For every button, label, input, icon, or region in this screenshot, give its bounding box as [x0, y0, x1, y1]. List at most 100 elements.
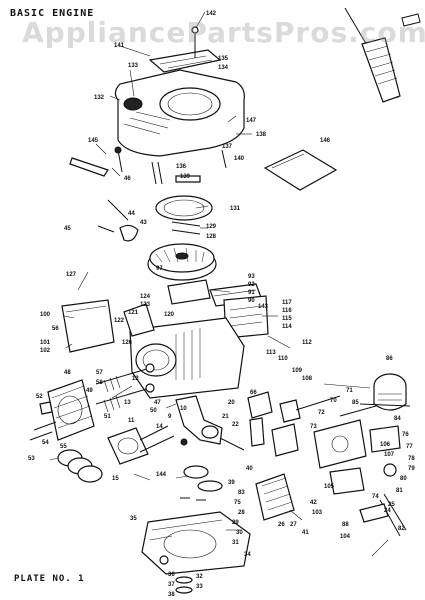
callout-label: 24: [384, 508, 391, 514]
callout-label: 133: [128, 63, 139, 69]
callout-label: 108: [302, 376, 313, 382]
callout-label: 49: [86, 388, 93, 394]
crankshaft: [165, 395, 245, 451]
callout-label: 144: [156, 472, 167, 478]
callout-label: 139: [180, 174, 191, 180]
callout-label: 70: [330, 398, 337, 404]
muffler: [255, 473, 295, 521]
callout-label: 29: [232, 520, 239, 526]
callout-label: 35: [130, 516, 137, 522]
callout-label: 79: [408, 466, 415, 472]
callout-label: 72: [318, 410, 325, 416]
callout-label: 86: [386, 356, 393, 362]
callout-label: 53: [28, 456, 35, 462]
callout-label: 97: [156, 266, 163, 272]
callout-labels: 142 141 135 134 133 132 147 138 137 140 …: [28, 11, 415, 598]
shroud-small-parts: [69, 146, 338, 242]
governor-linkage: [247, 391, 341, 457]
grass-screen: [155, 195, 213, 235]
callout-label: 93: [248, 274, 255, 280]
piston: [107, 425, 175, 465]
callout-label: 140: [234, 156, 245, 162]
callout-label: 117: [282, 300, 292, 306]
callout-label: 124: [140, 294, 151, 300]
callout-label: 66: [250, 390, 257, 396]
callout-label: 114: [282, 324, 292, 330]
valve-train: [95, 363, 155, 413]
callout-label: 45: [64, 226, 71, 232]
callout-label: 102: [40, 348, 51, 354]
callout-label: 44: [128, 211, 135, 217]
callout-label: 101: [40, 340, 51, 346]
callout-label: 88: [342, 522, 349, 528]
callout-label: 135: [218, 56, 229, 62]
callout-label: 129: [206, 224, 217, 230]
callout-label: 134: [218, 65, 229, 71]
callout-label: 32: [196, 574, 203, 580]
callout-label: 57: [96, 370, 103, 376]
callout-label: 81: [396, 488, 403, 494]
callout-label: 26: [278, 522, 285, 528]
callout-label: 103: [312, 510, 323, 516]
oil-sump: [141, 511, 251, 575]
callout-label: 121: [128, 310, 139, 316]
callout-label: 41: [302, 530, 309, 536]
side-plate: [61, 299, 115, 353]
callout-label: 84: [394, 416, 401, 422]
callout-label: 126: [122, 340, 133, 346]
callout-label: 141: [114, 43, 125, 49]
callout-label: 30: [236, 530, 243, 536]
diagram-title: BASIC ENGINE: [10, 8, 95, 19]
callout-label: 132: [94, 95, 105, 101]
corner-tool-illustration: [344, 7, 421, 103]
callout-label: 120: [164, 312, 175, 318]
callout-label: 15: [112, 476, 119, 482]
callout-label: 21: [222, 414, 229, 420]
callout-label: 145: [88, 138, 99, 144]
callout-label: 55: [60, 444, 67, 450]
callout-label: 116: [282, 308, 292, 314]
callout-label: 12: [132, 376, 139, 382]
callout-label: 131: [230, 206, 241, 212]
callout-label: 85: [352, 400, 359, 406]
callout-label: 136: [176, 164, 187, 170]
callout-label: 10: [180, 406, 187, 412]
cylinder-head: [29, 379, 95, 441]
callout-label: 20: [228, 400, 235, 406]
cylinder-block: [123, 303, 245, 399]
callout-label: 33: [196, 584, 203, 590]
callout-label: 54: [42, 440, 49, 446]
blower-housing: [114, 26, 245, 157]
plate-number: PLATE NO. 1: [14, 574, 85, 584]
callout-label: 43: [140, 220, 147, 226]
watermark-text: AppliancePartsPros.com: [22, 16, 425, 49]
callout-label: 36: [168, 572, 175, 578]
callout-label: 40: [246, 466, 253, 472]
callout-label: 14: [156, 424, 163, 430]
callout-label: 46: [124, 176, 131, 182]
callout-label: 127: [66, 272, 77, 278]
carburetor: [313, 403, 411, 537]
flywheel: [147, 243, 217, 281]
callout-label: 146: [320, 138, 331, 144]
callout-label: 143: [258, 304, 269, 310]
leader-lines: [49, 11, 389, 557]
callout-label: 22: [232, 422, 239, 428]
callout-label: 39: [228, 480, 235, 486]
callout-label: 50: [150, 408, 157, 414]
callout-label: 100: [40, 312, 51, 318]
callout-label: 48: [64, 370, 71, 376]
callout-label: 90: [248, 298, 255, 304]
callout-label: 109: [292, 368, 303, 374]
camshaft-gears: [180, 438, 223, 492]
callout-label: 138: [256, 132, 267, 138]
callout-label: 71: [346, 388, 353, 394]
callout-label: 11: [128, 418, 135, 424]
callout-label: 104: [340, 534, 351, 540]
callout-label: 110: [278, 356, 288, 362]
callout-label: 83: [238, 490, 245, 496]
callout-label: 122: [114, 318, 125, 324]
callout-label: 142: [206, 11, 217, 17]
callout-label: 112: [302, 340, 312, 346]
